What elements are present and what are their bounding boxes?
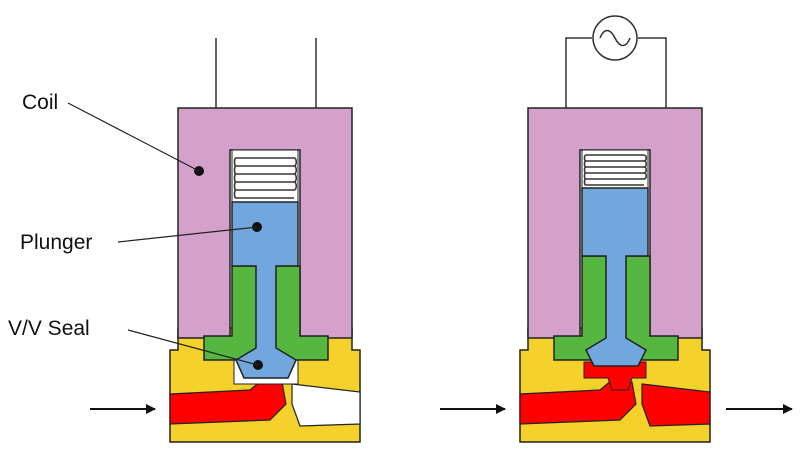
inlet-fluid xyxy=(519,379,637,425)
orifice xyxy=(583,361,647,391)
ac-source-icon xyxy=(592,15,638,61)
plunger-label: Plunger xyxy=(20,231,93,254)
coil-label: Coil xyxy=(22,91,59,114)
spring xyxy=(231,149,299,203)
plunger xyxy=(231,201,299,379)
spring xyxy=(581,149,649,189)
valve-energized xyxy=(440,15,793,443)
supply-wire xyxy=(565,37,667,108)
plunger-leader xyxy=(117,226,258,243)
seal-leader xyxy=(127,329,259,366)
coil-leader xyxy=(67,102,200,172)
plunger xyxy=(581,187,649,367)
seal-label: V/V Seal xyxy=(8,317,90,340)
outlet-channel xyxy=(291,383,361,427)
inlet-fluid xyxy=(169,379,287,425)
outlet-fluid xyxy=(641,383,711,427)
valve-de-energized xyxy=(90,38,361,443)
